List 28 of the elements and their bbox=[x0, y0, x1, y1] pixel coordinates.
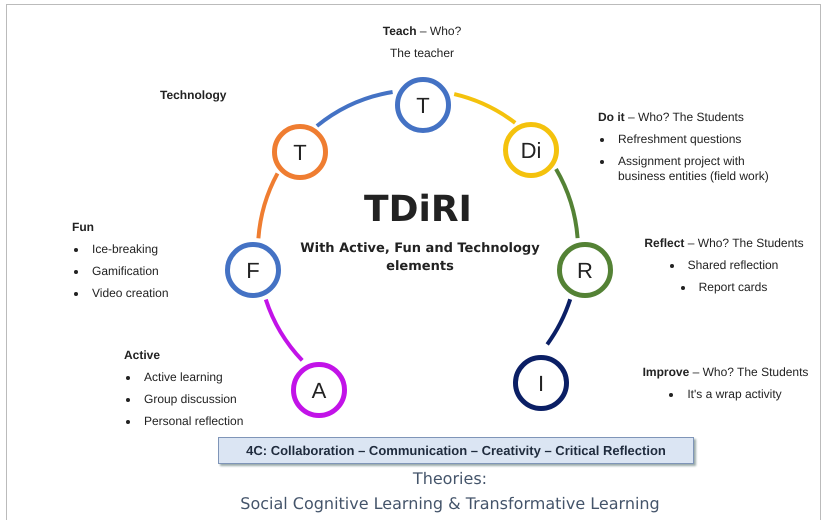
list-item: Shared reflection bbox=[688, 258, 778, 273]
arc-connector bbox=[454, 92, 516, 125]
section-heading: Fun bbox=[72, 220, 95, 235]
list-item: Ice-breaking bbox=[92, 242, 158, 257]
center-title: TDiRI bbox=[363, 190, 473, 230]
arc-connector bbox=[546, 298, 572, 346]
theories-heading: Theories: bbox=[412, 468, 488, 490]
arc-connector bbox=[256, 172, 280, 239]
section-heading: Teach – Who? bbox=[382, 24, 462, 39]
arc-connector bbox=[264, 298, 304, 362]
list-item: Gamification bbox=[92, 264, 159, 279]
section-heading: Active bbox=[124, 348, 162, 363]
list-item: Assignment project with business entities (field work) bbox=[618, 154, 770, 184]
section-heading: Technology bbox=[160, 88, 226, 103]
list-item: Active learning bbox=[144, 370, 223, 385]
section-heading: Reflect – Who? The Students bbox=[644, 236, 804, 251]
section-heading: Do it – Who? The Students bbox=[598, 110, 745, 125]
list-item: Personal reflection bbox=[144, 414, 244, 429]
list-item: Report cards bbox=[698, 280, 768, 295]
list-item: It's a wrap activity bbox=[687, 387, 782, 402]
list-item: Refreshment questions bbox=[618, 132, 742, 147]
competencies-banner: 4C: Collaboration – Communication – Creativity – Critical Reflection bbox=[218, 437, 694, 464]
subheading-text: The teacher bbox=[390, 46, 454, 61]
list-item: Group discussion bbox=[144, 392, 237, 407]
section-heading: Improve – Who? The Students bbox=[642, 365, 808, 380]
theories-text: Social Cognitive Learning & Transformative Learning bbox=[239, 493, 661, 515]
list-item: Video creation bbox=[92, 286, 168, 301]
center-subtitle: With Active, Fun and Technology elements bbox=[300, 240, 540, 276]
